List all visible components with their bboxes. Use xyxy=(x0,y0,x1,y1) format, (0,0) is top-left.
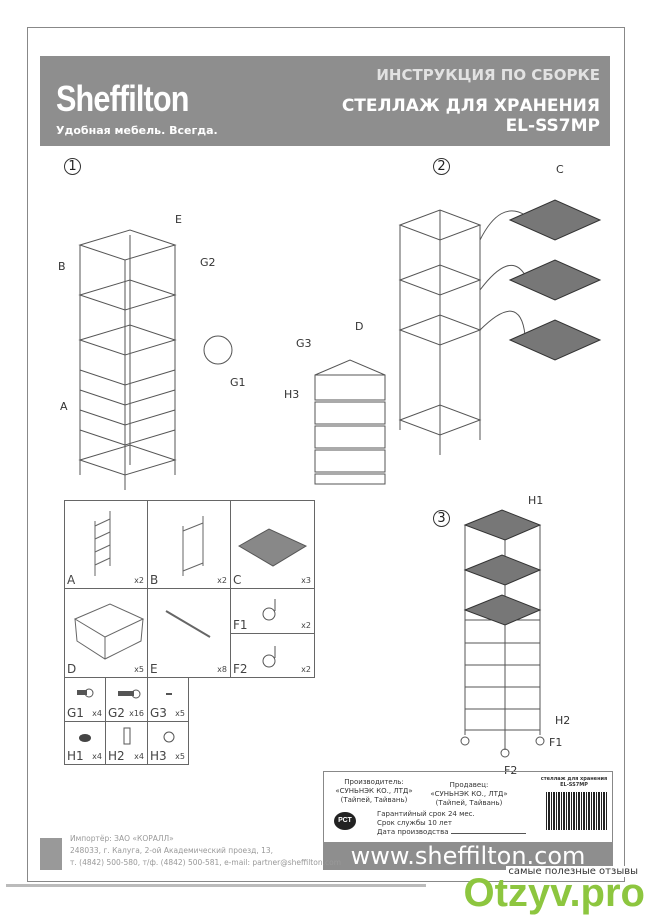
label-B: B xyxy=(58,260,66,273)
label-F1: F1 xyxy=(549,736,563,749)
brand-logo: Sheffilton xyxy=(56,78,189,119)
barcode xyxy=(546,792,608,830)
label-H3: H3 xyxy=(284,388,300,401)
seller-info: Продавец:«СУНЬНЭК КО., ЛТД»(Тайпей, Тайв… xyxy=(430,781,508,807)
label-H1: H1 xyxy=(528,494,544,507)
label-E: E xyxy=(175,213,182,226)
label-H2: H2 xyxy=(555,714,571,727)
step-3-marker: 3 xyxy=(433,510,450,527)
page-frame xyxy=(27,27,625,882)
watermark-tagline: самые полезные отзывы xyxy=(506,866,640,877)
label-A: A xyxy=(60,400,68,413)
label-G1: G1 xyxy=(230,376,246,389)
brand-tagline: Удобная мебель. Всегда. xyxy=(56,124,218,137)
header-banner: Sheffilton Удобная мебель. Всегда. ИНСТР… xyxy=(40,56,610,146)
step-1-marker: 1 xyxy=(64,158,81,175)
step-2-marker: 2 xyxy=(433,158,450,175)
warranty-info: Гарантийный срок 24 мес.Срок службы 10 л… xyxy=(377,810,526,837)
label-C: C xyxy=(556,163,564,176)
label-F2: F2 xyxy=(504,764,518,777)
manufacturer-info: Производитель:«СУНЬНЭК КО., ЛТД»(Тайпей,… xyxy=(335,778,413,804)
step-2-diagram xyxy=(314,199,602,485)
footer-square xyxy=(40,838,62,870)
label-D: D xyxy=(355,320,364,333)
product-label: Производитель:«СУНЬНЭК КО., ЛТД»(Тайпей,… xyxy=(323,771,613,843)
label-G2: G2 xyxy=(200,256,216,269)
certification-mark: РСТ xyxy=(334,812,356,830)
importer-info: Импортёр: ЗАО «КОРАЛЛ»248033, г. Калуга,… xyxy=(70,834,341,867)
step-1-diagram xyxy=(78,229,233,490)
step-3-diagram xyxy=(460,509,545,758)
divider xyxy=(6,884,426,887)
website-url[interactable]: www.sheffilton.com xyxy=(323,842,613,870)
watermark-logo: Otzyv.pro xyxy=(463,871,645,915)
label-G3: G3 xyxy=(296,337,312,350)
doc-title: ИНСТРУКЦИЯ ПО СБОРКЕ xyxy=(376,66,600,84)
